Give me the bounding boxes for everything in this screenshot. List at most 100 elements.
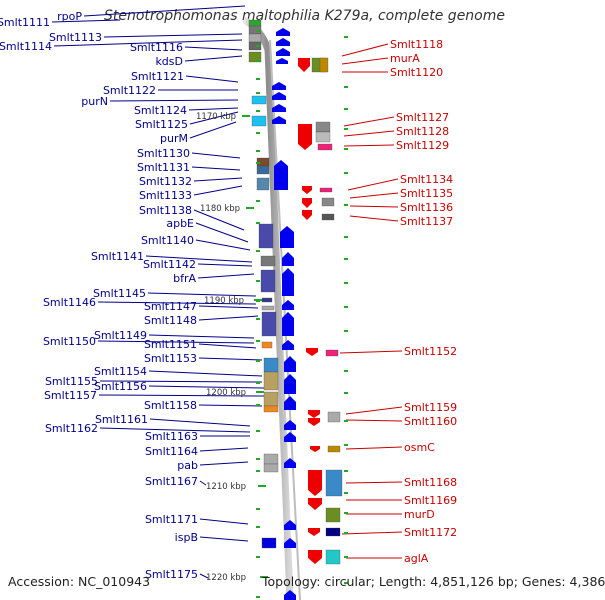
tick-dash bbox=[344, 370, 348, 372]
gene-feature-box bbox=[315, 121, 331, 133]
tick-dash bbox=[344, 282, 348, 284]
left-gene-label: Smlt1114 bbox=[0, 40, 52, 53]
right-gene-label: Smlt1160 bbox=[404, 415, 457, 428]
kbp-tick-label: 1190 kbp bbox=[204, 296, 244, 306]
left-label-leader bbox=[193, 185, 243, 196]
left-label-leader bbox=[184, 46, 243, 51]
left-gene-label: Smlt1157 bbox=[44, 389, 97, 402]
tick-dash bbox=[256, 92, 260, 94]
kbp-tick-label: 1210 kbp bbox=[206, 482, 246, 492]
right-gene-label: murA bbox=[390, 52, 420, 65]
forward-gene-arrow bbox=[272, 104, 286, 112]
right-gene-label: Smlt1169 bbox=[404, 494, 457, 507]
forward-gene-arrow bbox=[276, 58, 288, 64]
right-gene-label: Smlt1152 bbox=[404, 345, 457, 358]
gene-feature-box bbox=[258, 223, 274, 249]
gene-feature-box bbox=[263, 371, 279, 391]
left-label-leader bbox=[145, 255, 253, 263]
tick-dash bbox=[344, 36, 348, 38]
tick-dash bbox=[256, 508, 260, 510]
tick-dash bbox=[344, 512, 348, 514]
tick-dash bbox=[344, 258, 348, 260]
left-gene-label: Smlt1161 bbox=[95, 413, 148, 426]
left-label-leader bbox=[198, 305, 259, 309]
right-gene-label: Smlt1159 bbox=[404, 401, 457, 414]
left-gene-label: Smlt1145 bbox=[93, 287, 146, 300]
tick-dash bbox=[256, 45, 260, 47]
left-label-leader bbox=[148, 385, 265, 389]
reverse-gene-arrow bbox=[308, 528, 320, 536]
forward-gene-arrow bbox=[284, 458, 296, 468]
right-label-leader bbox=[343, 130, 395, 137]
tick-dash bbox=[344, 392, 348, 394]
tick-dash bbox=[256, 60, 260, 62]
left-label-leader bbox=[195, 239, 251, 251]
tick-dash bbox=[256, 132, 260, 134]
left-gene-label: Smlt1167 bbox=[145, 475, 198, 488]
right-gene-label: murD bbox=[404, 508, 435, 521]
reverse-gene-arrow bbox=[308, 550, 322, 564]
forward-gene-arrow bbox=[284, 432, 296, 442]
tick-dash bbox=[256, 78, 260, 80]
right-gene-label: Smlt1120 bbox=[390, 66, 443, 79]
left-gene-label: Smlt1132 bbox=[139, 175, 192, 188]
tick-dash bbox=[256, 318, 260, 320]
gene-feature-box bbox=[251, 115, 267, 127]
forward-gene-arrow bbox=[276, 48, 290, 56]
left-label-leader bbox=[185, 75, 239, 83]
tick-dash bbox=[344, 236, 348, 238]
right-label-leader bbox=[349, 192, 399, 199]
right-label-leader bbox=[347, 178, 399, 191]
tick-dash bbox=[344, 420, 348, 422]
right-label-leader bbox=[345, 446, 403, 450]
left-label-leader bbox=[184, 55, 243, 62]
gene-feature-box bbox=[317, 143, 333, 151]
left-gene-label: bfrA bbox=[173, 272, 196, 285]
left-gene-label: Smlt1113 bbox=[49, 31, 102, 44]
gene-feature-box bbox=[319, 187, 333, 193]
right-label-leader bbox=[343, 144, 395, 147]
left-gene-label: Smlt1125 bbox=[135, 118, 188, 131]
left-gene-label: Smlt1140 bbox=[141, 234, 194, 247]
left-gene-label: Smlt1149 bbox=[94, 329, 147, 342]
right-gene-label: Smlt1172 bbox=[404, 526, 457, 539]
left-label-leader bbox=[148, 334, 255, 339]
gene-feature-box bbox=[256, 177, 270, 191]
right-gene-label: Smlt1168 bbox=[404, 476, 457, 489]
left-label-leader bbox=[97, 301, 257, 305]
left-label-leader bbox=[191, 166, 241, 171]
tick-dash bbox=[256, 200, 260, 202]
tick-dash bbox=[344, 148, 348, 150]
right-label-leader bbox=[339, 350, 403, 354]
right-gene-label: aglA bbox=[404, 552, 429, 565]
tick-dash bbox=[344, 444, 348, 446]
left-gene-label: Smlt1131 bbox=[137, 161, 190, 174]
left-gene-label: rpoP bbox=[57, 10, 82, 23]
forward-gene-arrow bbox=[280, 226, 294, 248]
reverse-gene-arrow bbox=[302, 198, 312, 208]
tick-dash bbox=[344, 306, 348, 308]
gene-feature-box bbox=[325, 469, 343, 497]
left-label-leader bbox=[199, 536, 249, 542]
left-label-leader bbox=[199, 480, 207, 486]
left-gene-label: kdsD bbox=[155, 55, 183, 68]
left-label-leader bbox=[199, 447, 249, 452]
gene-feature-box bbox=[263, 357, 279, 373]
tick-dash bbox=[344, 108, 348, 110]
left-label-leader bbox=[189, 121, 237, 139]
map-title: Stenotrophomonas maltophilia K279a, comp… bbox=[104, 8, 505, 24]
left-label-leader bbox=[148, 370, 263, 377]
left-label-leader bbox=[198, 343, 257, 349]
tick-dash bbox=[344, 86, 348, 88]
left-gene-label: purN bbox=[81, 95, 108, 108]
gene-feature-box bbox=[321, 213, 335, 221]
gene-feature-box bbox=[325, 507, 341, 523]
tick-dash bbox=[344, 172, 348, 174]
tick-dash bbox=[344, 204, 348, 206]
left-gene-label: Smlt1130 bbox=[137, 147, 190, 160]
gene-feature-box bbox=[256, 165, 270, 175]
right-label-leader bbox=[341, 57, 389, 65]
reverse-gene-arrow bbox=[310, 446, 320, 452]
right-gene-label: Smlt1137 bbox=[400, 215, 453, 228]
forward-gene-arrow bbox=[272, 92, 286, 100]
